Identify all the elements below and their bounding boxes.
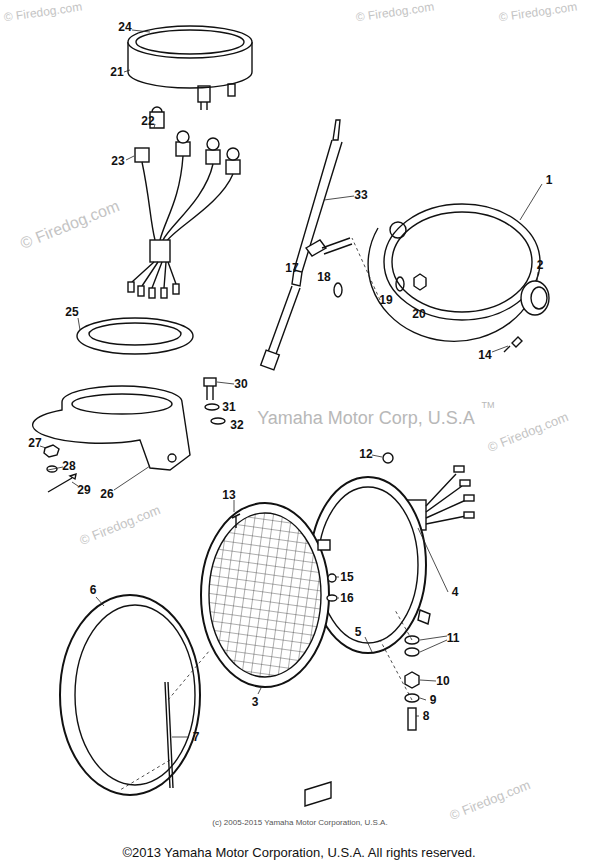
watermark: © Firedog.com <box>486 410 570 454</box>
callout-number: 19 <box>379 294 392 306</box>
callout-number: 15 <box>340 571 353 583</box>
watermark: © Firedog.com <box>448 778 532 822</box>
watermark: © Firedog.com <box>18 198 121 252</box>
callout-number: 10 <box>436 675 449 687</box>
copyright-caption: ©2013 Yamaha Motor Corporation, U.S.A. A… <box>122 846 475 859</box>
callout-number: 9 <box>430 694 437 706</box>
watermark: © Firedog.com <box>498 1 578 24</box>
callout-number: 8 <box>423 710 430 722</box>
callout-number: 16 <box>340 592 353 604</box>
callout-number: 14 <box>478 349 491 361</box>
callout-number: 31 <box>222 401 235 413</box>
watermark: © Firedog.com <box>78 503 162 547</box>
watermark: Yamaha Motor Corp, U.S.A <box>257 409 475 427</box>
callout-number: 23 <box>111 155 124 167</box>
callout-number: 27 <box>28 437 41 449</box>
callout-number: 5 <box>355 626 362 638</box>
callout-number: 24 <box>118 21 131 33</box>
callout-number: 11 <box>447 632 460 644</box>
callout-number: 7 <box>193 731 200 743</box>
callout-number: 30 <box>234 378 247 390</box>
callout-number: 18 <box>317 271 330 283</box>
watermark: © Firedog.com <box>3 1 83 24</box>
callout-number: 4 <box>452 586 459 598</box>
callout-number: 25 <box>65 306 78 318</box>
callout-number: 26 <box>100 488 113 500</box>
callout-number: 22 <box>141 115 154 127</box>
callout-number: 33 <box>354 189 367 201</box>
callout-number: 3 <box>252 696 259 708</box>
watermark: © Firedog.com <box>355 1 435 24</box>
copyright-note: (c) 2005-2015 Yamaha Motor Corporation, … <box>212 819 387 827</box>
callout-number: 32 <box>230 419 243 431</box>
callout-number: 12 <box>359 448 372 460</box>
callout-number: 13 <box>222 489 235 501</box>
trademark: TM <box>482 401 495 410</box>
callout-number: 20 <box>412 308 425 320</box>
callout-number: 21 <box>110 66 123 78</box>
callout-number: 6 <box>90 584 97 596</box>
callout-number: 1 <box>546 174 553 186</box>
callout-number: 29 <box>77 484 90 496</box>
callout-number: 2 <box>537 259 544 271</box>
callout-number: 17 <box>285 262 298 274</box>
callout-number: 28 <box>62 460 75 472</box>
